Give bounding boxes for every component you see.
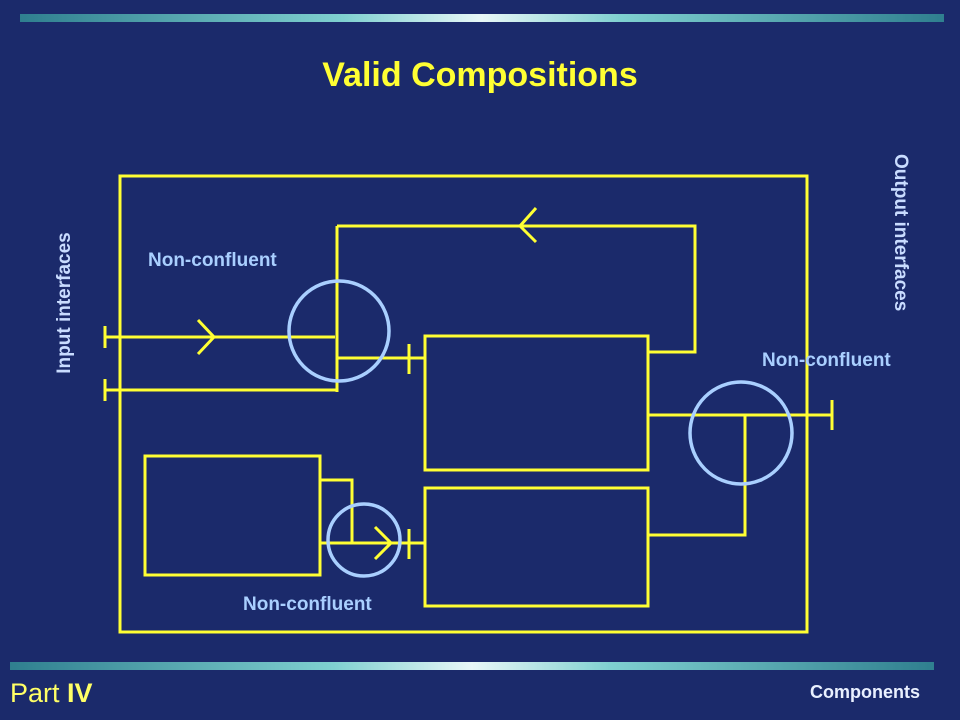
bottom-arrow: [373, 525, 394, 561]
input-arrow: [196, 318, 217, 356]
section-label: Components: [810, 682, 920, 702]
connector-circle-right: [688, 380, 794, 486]
nonconfluent-label-top: Non-confluent: [148, 250, 277, 271]
connector-circle-top: [287, 279, 391, 383]
bottom-connector-wire-a: [320, 478, 354, 543]
right-connector-vertical: [648, 415, 747, 537]
feedback-loop-wire: [337, 224, 697, 354]
part-label: Part IV: [10, 678, 93, 709]
bottom-gradient-bar: [10, 662, 934, 670]
component-box-top-right: [423, 334, 650, 472]
component-box-bottom-left: [143, 454, 322, 577]
feedback-arrow: [517, 207, 538, 244]
slide-title: Valid Compositions: [322, 56, 638, 94]
nonconfluent-label-bottom: Non-confluent: [243, 594, 372, 615]
connector-circle-bottom: [326, 502, 402, 578]
input-interfaces-label: Input interfaces: [54, 232, 75, 374]
output-interfaces-label: Output interfaces: [890, 154, 911, 312]
nonconfluent-label-right: Non-confluent: [762, 350, 891, 371]
top-gradient-bar: [20, 14, 944, 22]
component-box-bottom-right: [423, 486, 650, 608]
outer-component-box: [118, 174, 809, 634]
part-number: IV: [67, 678, 93, 708]
part-word: Part: [10, 678, 60, 708]
